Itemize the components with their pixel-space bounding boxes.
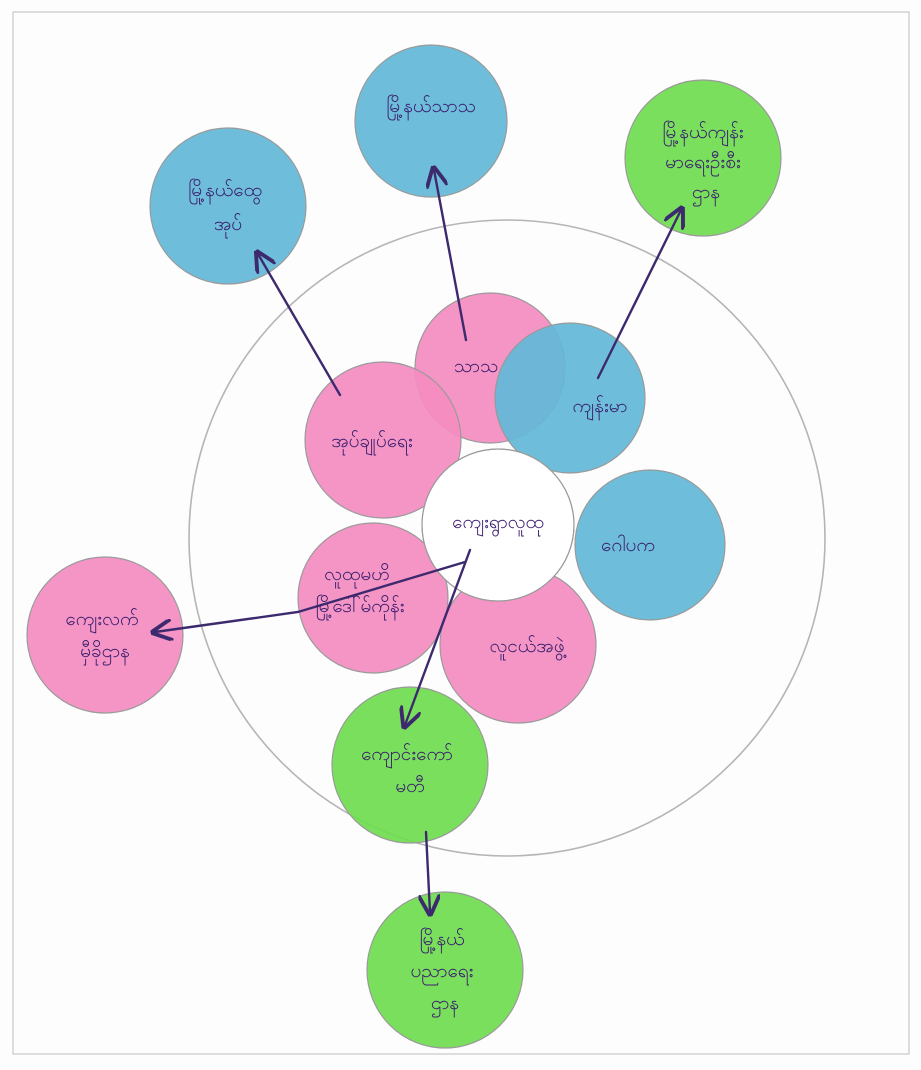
label-inner-upper-right: ကျန်းမာ	[573, 394, 628, 421]
node-lower	[331, 686, 489, 844]
node-top	[354, 44, 508, 198]
label-center: ကျေးရွာလူထု	[452, 511, 544, 537]
node-far-left	[26, 556, 184, 714]
label-inner-lower-right: လူငယ်အဖွဲ့	[489, 634, 566, 661]
arrow-to-far-left	[155, 560, 467, 632]
label-top-left: မြို့နယ်ထွေ အုပ်	[188, 177, 268, 239]
label-top-right: မြို့နယ်ကျန်း မာရေးဦးစီး ဌာန	[662, 119, 750, 207]
arrow-to-bottom	[426, 830, 430, 912]
label-bottom: မြို့နယ် ပညာရေး ဌာန	[410, 926, 479, 1018]
outer-boundary-ring	[188, 219, 826, 857]
label-lower: ကျောင်းကော် မတီ	[361, 742, 459, 797]
arrow-to-lower	[405, 548, 472, 725]
label-inner-upper-left: အုပ်ချုပ်ရေး	[331, 429, 413, 456]
label-inner-top: သာသ	[454, 355, 499, 377]
label-inner-left: လူထုမဟိ မြို့ဒေါ်မ်ကိုန်း	[315, 562, 404, 621]
node-inner-right	[574, 469, 726, 621]
arrow-to-top-left	[258, 254, 342, 397]
label-inner-right: ဂေါပက	[601, 533, 655, 556]
label-top: မြို့နယ်သာသ	[386, 93, 476, 121]
node-inner-left	[297, 522, 449, 674]
page-frame	[12, 11, 910, 1055]
label-far-left: ကျေးလက် မှီခိုဌာန	[65, 607, 144, 666]
node-inner-upper-left	[304, 361, 462, 519]
arrow-to-top-right	[596, 210, 681, 380]
node-bottom	[366, 891, 524, 1049]
node-top-left	[149, 127, 307, 285]
arrow-to-top	[434, 170, 468, 342]
node-top-right	[624, 79, 782, 237]
